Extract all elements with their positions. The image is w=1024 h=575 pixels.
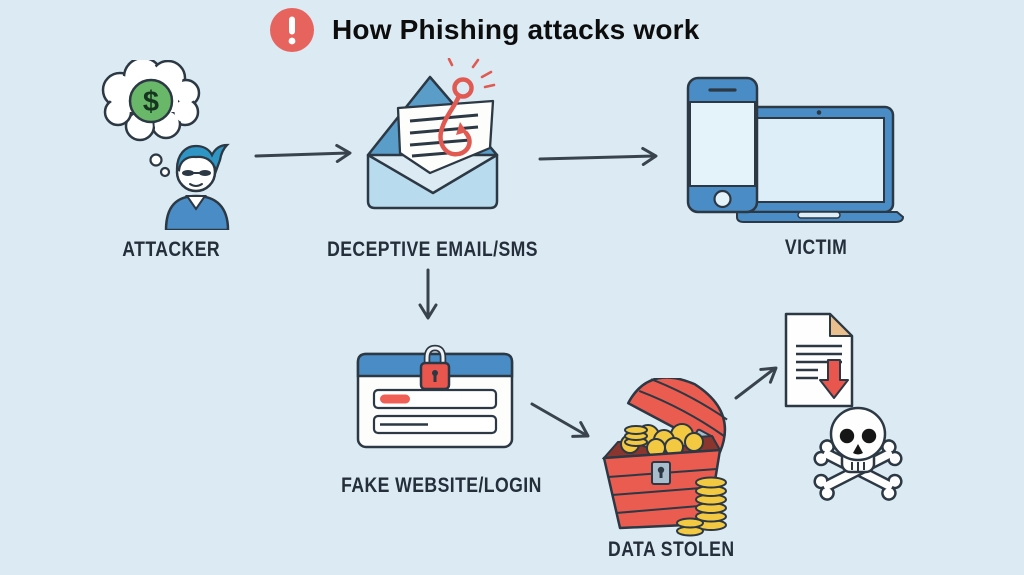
arrow-attacker-to-email (254, 143, 352, 163)
victim-label: VICTIM (784, 236, 848, 259)
typed-text-pill (380, 394, 410, 404)
data-stolen-label: DATA STOLEN (607, 538, 735, 561)
password-field (372, 414, 498, 435)
smartphone-icon (686, 76, 759, 214)
page-title: How Phishing attacks work (332, 14, 700, 45)
phishing-email-hook-icon (366, 58, 499, 210)
dollar-sign: $ (143, 86, 159, 118)
skull-crossbones-icon (813, 406, 903, 501)
coin-stacks (676, 476, 727, 537)
malicious-download-icon (784, 312, 854, 408)
folded-corner (829, 313, 853, 337)
attacker-person-icon (164, 143, 230, 230)
exclamation-circle-icon (270, 8, 314, 52)
arrow-chest-to-download (734, 366, 778, 400)
attacker-money-thought-icon: $ (101, 60, 230, 230)
fake-login-padlock-icon (356, 344, 514, 449)
money-circle (128, 78, 174, 124)
fake-website-label: FAKE WEBSITE/LOGIN (340, 474, 542, 497)
deceptive-email-label: DECEPTIVE EMAIL/SMS (327, 238, 539, 261)
attacker-label: ATTACKER (122, 238, 220, 261)
smartphone-laptop-icon (686, 76, 905, 223)
letter (396, 99, 495, 175)
arrow-website-to-chest (530, 402, 590, 438)
fishing-hook-icon (438, 58, 496, 157)
hair (175, 143, 230, 175)
chest-clasp (651, 461, 671, 485)
treasure-chest-coins-icon (601, 378, 728, 537)
arrow-email-to-website (418, 268, 438, 320)
arrow-email-to-victim (538, 146, 658, 166)
download-arrow-icon (819, 359, 849, 399)
header: How Phishing attacks work (269, 7, 700, 53)
coins-heap (620, 423, 704, 458)
laptop-icon (736, 105, 905, 223)
skull-cranium (829, 406, 887, 462)
